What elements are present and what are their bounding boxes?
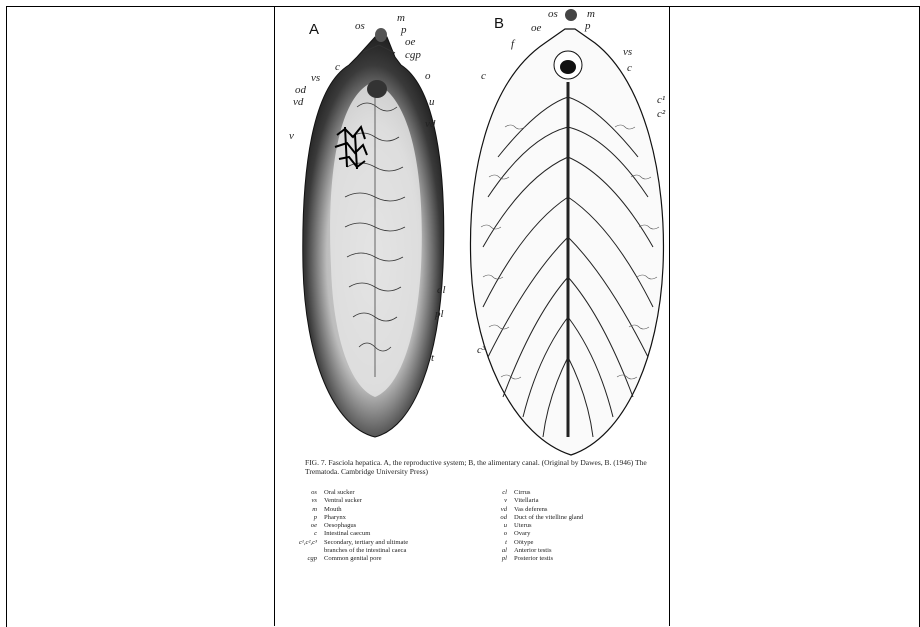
panel-a-letter: A <box>309 21 319 38</box>
legend-row: uUterus <box>475 522 665 530</box>
label-a-pl: pl <box>435 309 444 320</box>
label-a-v: v <box>289 131 294 142</box>
label-a-vs: vs <box>311 73 320 84</box>
label-b-c: c <box>481 71 486 82</box>
legend-row: odDuct of the vitelline gland <box>475 514 665 522</box>
legend-row: oeOesophagus <box>285 522 475 530</box>
legend-row: cgpCommon genital pore <box>285 555 475 563</box>
label-a-m: m <box>397 13 405 24</box>
label-a-p: p <box>401 25 407 36</box>
label-b-c3: c³ <box>477 345 485 356</box>
legend-row: vsVentral sucker <box>285 497 475 505</box>
label-b-f: f <box>511 39 514 50</box>
label-a-cgp: cgp <box>405 50 421 61</box>
label-a-oe: oe <box>405 37 415 48</box>
specimen-a <box>303 28 444 437</box>
legend-row: pPharynx <box>285 514 475 522</box>
legend-row: plPosterior testis <box>475 555 665 563</box>
panel-b-letter: B <box>494 15 504 32</box>
legend-row: tOötype <box>475 539 665 547</box>
label-a-t: t <box>431 353 434 364</box>
legend-row: vdVas deferens <box>475 506 665 514</box>
label-b-os: os <box>548 9 558 20</box>
label-a-vd-left: vd <box>293 97 303 108</box>
legend-row: alAnterior testis <box>475 547 665 555</box>
label-a-c: c <box>335 62 340 73</box>
label-b-c2: c² <box>657 109 665 120</box>
label-a-os: os <box>355 21 365 32</box>
label-a-od: od <box>295 85 306 96</box>
label-b-c1: c¹ <box>657 95 665 106</box>
label-a-al: al <box>437 285 446 296</box>
figure-plate: A B os m p oe cgp c vs o od u vd vd v al… <box>275 7 668 600</box>
legend-right: clCirrus vVitellaria vdVas deferens odDu… <box>475 489 665 564</box>
figure-caption: FIG. 7. Fasciola hepatica. A, the reprod… <box>305 458 655 476</box>
legend-row: branches of the intestinal caeca <box>285 547 475 555</box>
label-a-o: o <box>425 71 431 82</box>
label-b-vs: vs <box>623 47 632 58</box>
label-b-oe: oe <box>531 23 541 34</box>
specimen-b <box>471 9 664 455</box>
label-a-vd: vd <box>425 119 435 130</box>
legend-row: vVitellaria <box>475 497 665 505</box>
label-a-u: u <box>429 97 435 108</box>
legend-row: osOral sucker <box>285 489 475 497</box>
legend-row: mMouth <box>285 506 475 514</box>
label-b-c-right: c <box>627 63 632 74</box>
label-b-p: p <box>585 21 591 32</box>
legend-row: cIntestinal caecum <box>285 530 475 538</box>
legend-row: oOvary <box>475 530 665 538</box>
legend-row: c¹,c²,c³Secondary, tertiary and ultimate <box>285 539 475 547</box>
label-b-m: m <box>587 9 595 20</box>
legend-left: osOral sucker vsVentral sucker mMouth pP… <box>285 489 475 564</box>
legend-row: clCirrus <box>475 489 665 497</box>
